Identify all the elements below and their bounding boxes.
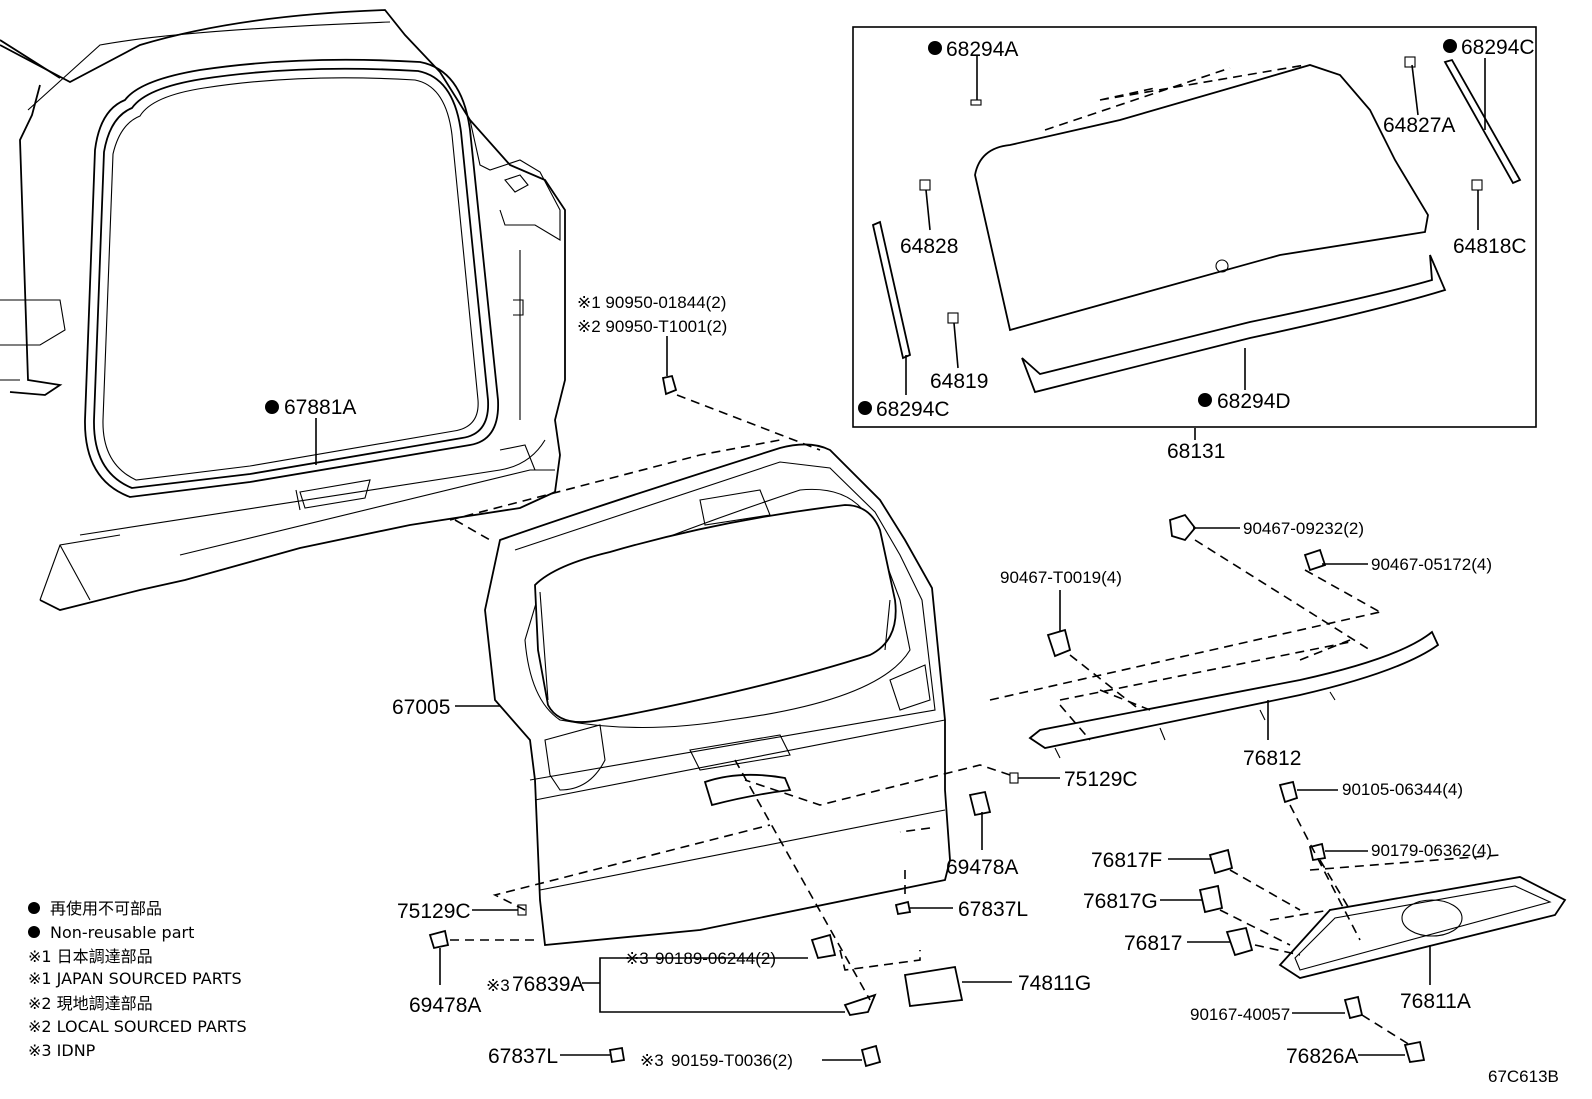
label-68294D: 68294D — [1217, 390, 1291, 413]
label-idnp-mark-90159: ※3 — [640, 1051, 664, 1070]
label-64827A: 64827A — [1383, 114, 1455, 137]
label-67881A: 67881A — [284, 396, 356, 419]
label-69478A-right: 69478A — [946, 856, 1018, 879]
nonreusable-dot-icon — [28, 926, 40, 938]
label-69478A-left: 69478A — [409, 994, 481, 1017]
callout-labels: 67881A 68294A 68294C 64827A 64828 64818C… — [284, 36, 1535, 1070]
nonreusable-markers — [265, 39, 1457, 415]
legend-japan-en: ※1 JAPAN SOURCED PARTS — [28, 969, 242, 988]
vehicle-body-rear — [0, 9, 566, 611]
label-67837L-right: 67837L — [958, 898, 1028, 921]
label-idnp-mark-76839A: ※3 — [486, 976, 510, 995]
label-clip-local: ※2 90950-T1001(2) — [577, 317, 727, 336]
label-75129C-right: 75129C — [1064, 768, 1138, 791]
label-74811G: 74811G — [1018, 972, 1091, 995]
label-75129C-left: 75129C — [397, 900, 471, 923]
legend-nonreusable-en: Non-reusable part — [50, 923, 194, 942]
fasteners — [428, 374, 1426, 1068]
legend-nonreusable-jp: 再使用不可部品 — [50, 899, 162, 918]
label-76817: 76817 — [1124, 932, 1182, 955]
label-68294A: 68294A — [946, 38, 1018, 61]
label-90467-T0019: 90467-T0019(4) — [1000, 568, 1122, 587]
legend: 再使用不可部品 Non-reusable part ※1 日本調達部品 ※1 J… — [28, 899, 247, 1060]
legend-local-jp: ※2 現地調達部品 — [28, 994, 153, 1013]
nonreusable-dot-icon — [28, 902, 40, 914]
label-64818C: 64818C — [1453, 235, 1527, 258]
label-68294C-left: 68294C — [876, 398, 950, 421]
label-76817G: 76817G — [1083, 890, 1158, 913]
label-90189-06244: 90189-06244(2) — [655, 949, 776, 968]
label-90467-09232: 90467-09232(2) — [1243, 519, 1364, 538]
label-76812: 76812 — [1243, 747, 1301, 770]
relation-lines — [449, 394, 1411, 1046]
label-90467-05172: 90467-05172(4) — [1371, 555, 1492, 574]
legend-japan-jp: ※1 日本調達部品 — [28, 947, 153, 966]
back-window-glass-group — [852, 26, 1537, 428]
label-76811A: 76811A — [1400, 990, 1471, 1013]
label-90179-06362: 90179-06362(4) — [1371, 841, 1492, 860]
label-90159-T0036: 90159-T0036(2) — [671, 1051, 793, 1070]
label-64819: 64819 — [930, 370, 988, 393]
label-90105-06344: 90105-06344(4) — [1342, 780, 1463, 799]
label-64828: 64828 — [900, 235, 958, 258]
label-clip-japan: ※1 90950-01844(2) — [577, 293, 726, 312]
legend-local-en: ※2 LOCAL SOURCED PARTS — [28, 1017, 247, 1036]
figure-code: 67C613B — [1488, 1067, 1559, 1086]
leader-lines — [315, 56, 1486, 1061]
label-76839A: 76839A — [512, 973, 584, 996]
label-67005: 67005 — [392, 696, 450, 719]
label-90167-40057: 90167-40057 — [1190, 1005, 1290, 1024]
label-76817F: 76817F — [1091, 849, 1162, 872]
back-door-panel — [484, 443, 951, 946]
label-76826A: 76826A — [1286, 1045, 1358, 1068]
license-garnish-76811A — [1269, 854, 1567, 979]
label-idnp-mark-90189: ※3 — [625, 949, 649, 968]
label-68294C-top: 68294C — [1461, 36, 1535, 59]
label-67837L-left: 67837L — [488, 1045, 558, 1068]
label-68131: 68131 — [1167, 440, 1225, 463]
legend-idnp: ※3 IDNP — [28, 1041, 96, 1060]
garnish-76812 — [989, 611, 1440, 759]
